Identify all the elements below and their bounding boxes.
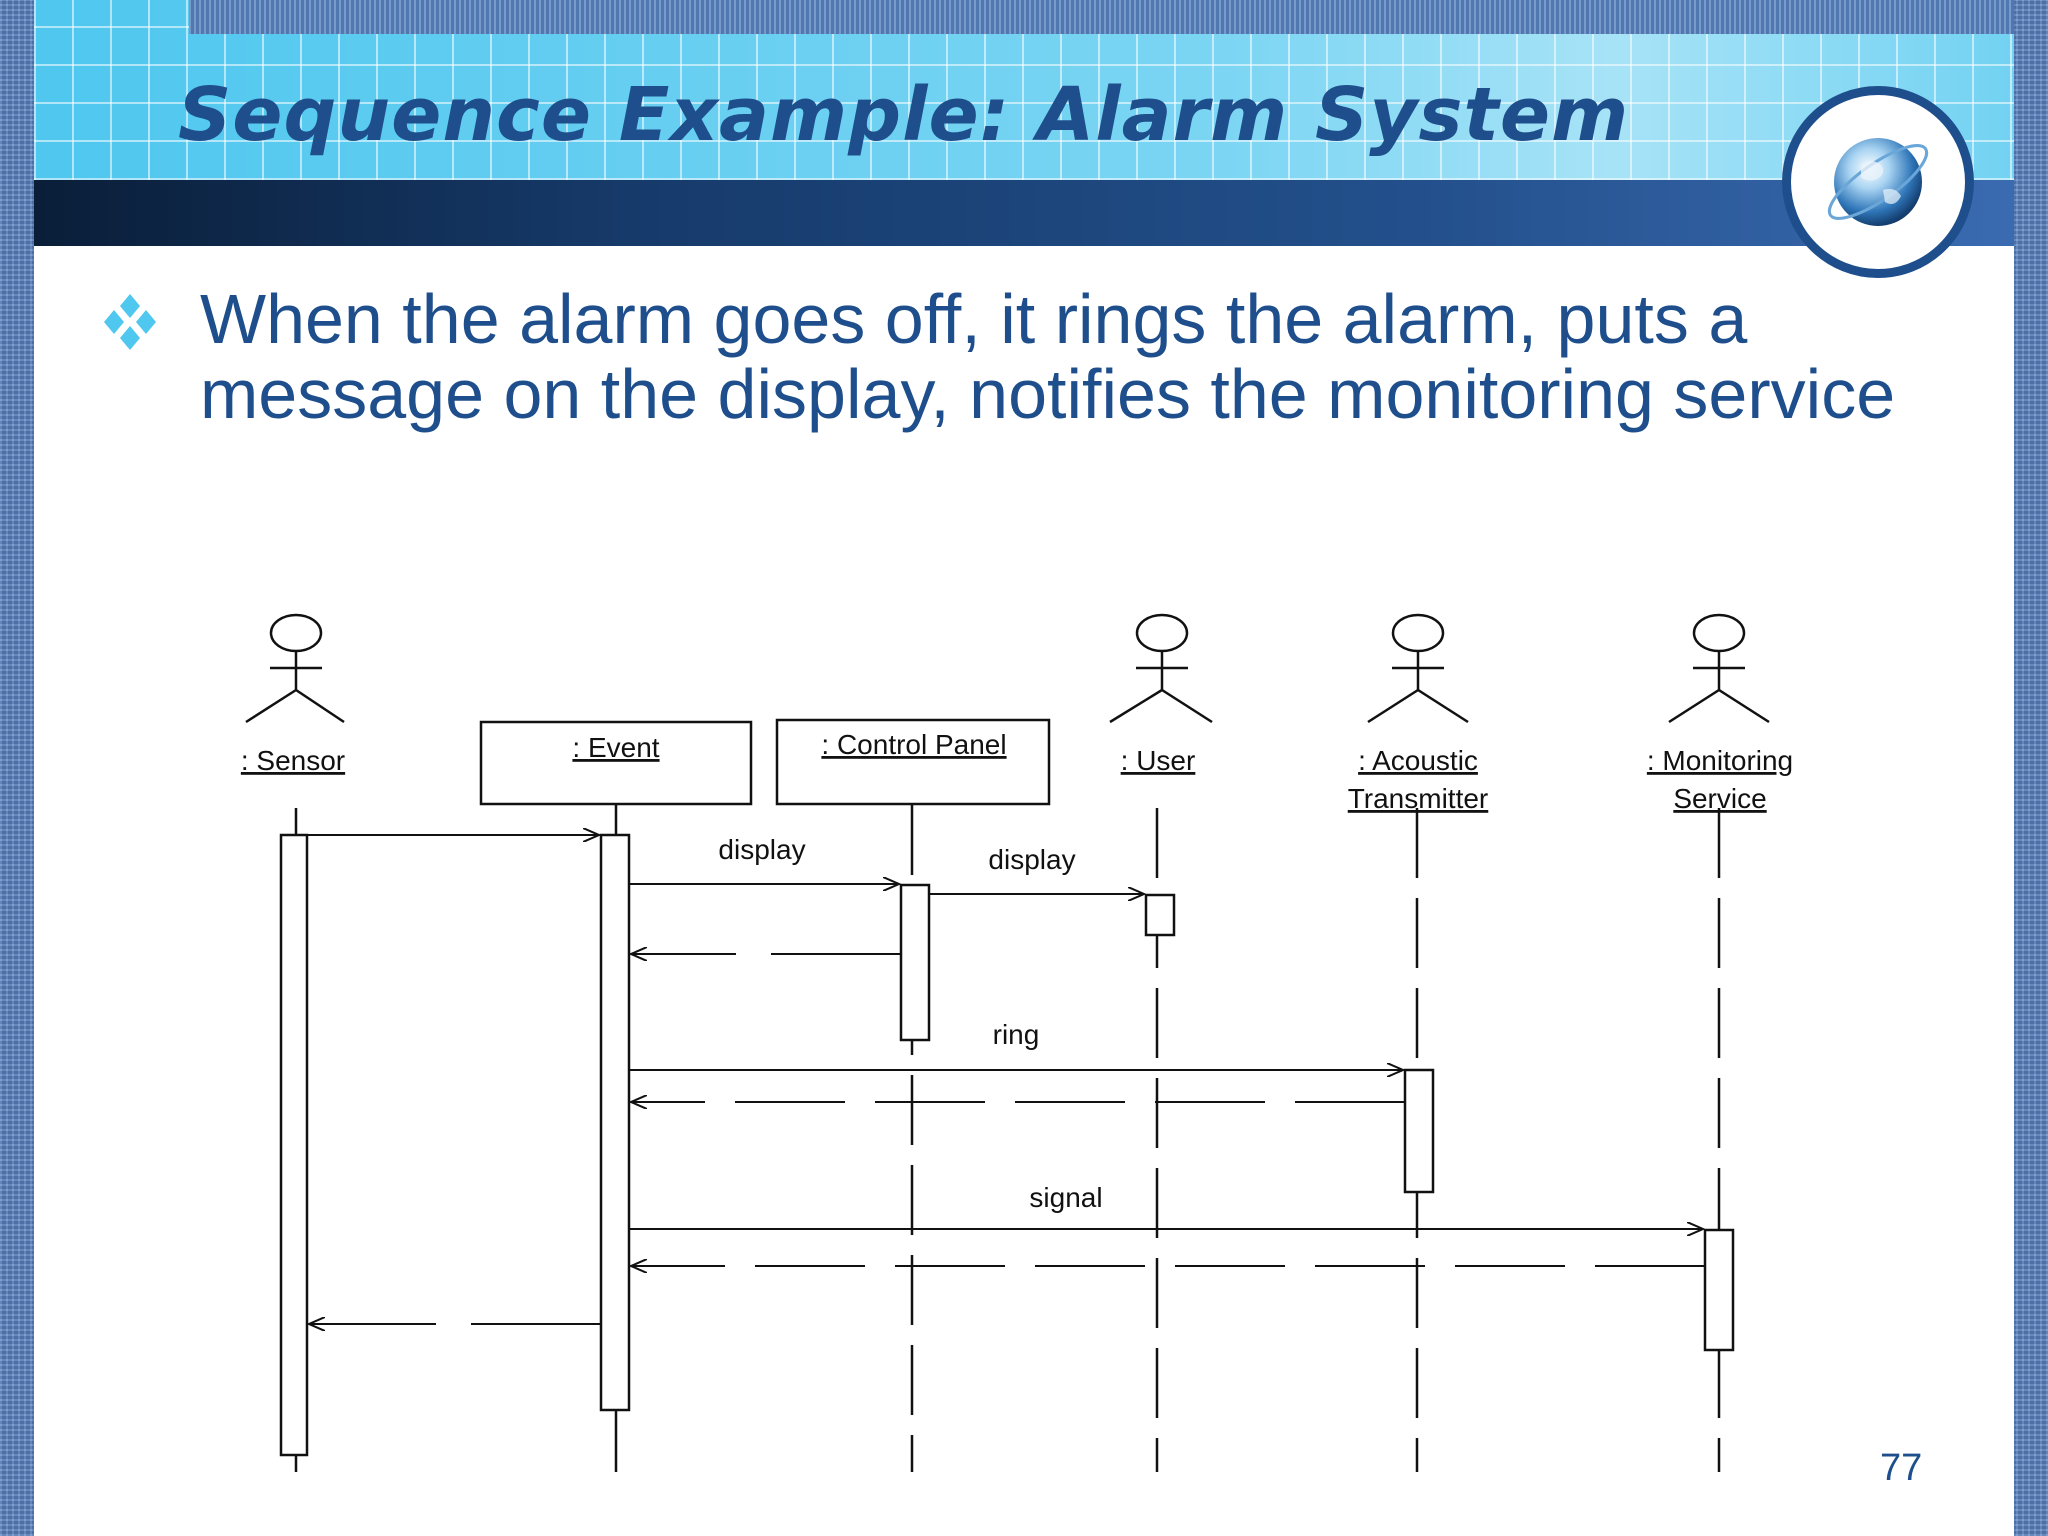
activation-acoustic-transmitter (1403, 1068, 1435, 1194)
activation-event (599, 833, 631, 1412)
participant-label-sensor: : Sensor (241, 745, 345, 776)
participant-label-control-panel: : Control Panel (821, 729, 1006, 760)
message-label-signal: signal (1029, 1182, 1102, 1213)
header-dark-bar (34, 180, 2014, 246)
activation-monitoring-service (1703, 1228, 1735, 1352)
participant-label-event: : Event (572, 732, 659, 763)
participant-label-transmitter: Transmitter (1348, 783, 1489, 814)
participant-label-service: Service (1673, 783, 1766, 814)
participant-label-user: : User (1121, 745, 1196, 776)
message-label-display-1: display (718, 834, 805, 865)
message-label-ring: ring (993, 1019, 1040, 1050)
diamond-bullet-icon (104, 294, 156, 350)
message-label-display-2: display (988, 844, 1075, 875)
header-texture (189, 0, 2014, 34)
slide-title: Sequence Example: Alarm System (178, 72, 1630, 158)
actor-monitoring-service-icon (1668, 613, 1770, 724)
globe-icon-graphic (1827, 138, 1929, 226)
actor-sensor-icon (245, 613, 345, 724)
actor-user-icon (1109, 613, 1213, 724)
object-box-control-panel (775, 718, 1051, 806)
activation-sensor (279, 833, 309, 1457)
actor-acoustic-transmitter-icon (1367, 613, 1469, 724)
bullet-text: When the alarm goes off, it rings the al… (200, 280, 1896, 433)
slide (34, 0, 2014, 1536)
globe-icon (1782, 86, 1974, 278)
object-box-event (479, 720, 753, 806)
activation-user (1144, 893, 1176, 937)
page-number: 77 (1880, 1447, 1923, 1489)
participant-label-acoustic: : Acoustic (1358, 745, 1478, 776)
participant-label-monitoring: : Monitoring (1647, 745, 1793, 776)
activation-control-panel (899, 883, 931, 1042)
